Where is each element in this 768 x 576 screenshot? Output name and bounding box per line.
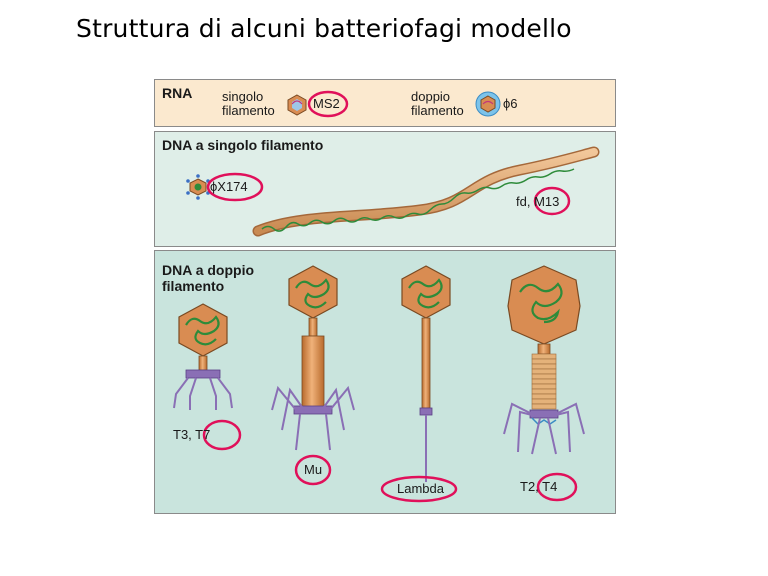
- rna-singolo-label-1: singolo: [222, 89, 264, 104]
- fd-m13-label: fd, M13: [516, 194, 560, 209]
- lambda-label: Lambda: [397, 481, 444, 496]
- m13-filament-icon: [252, 146, 600, 237]
- mu-label: Mu: [304, 462, 323, 477]
- t3-t7-label: T3, T7: [173, 427, 211, 442]
- rna-doppio-label-2: filamento: [411, 103, 464, 118]
- ss-dna-header: DNA a singolo filamento: [162, 137, 324, 153]
- ds-dna-header-2: filamento: [162, 278, 225, 294]
- ds-dna-header-1: DNA a doppio: [162, 262, 255, 278]
- ms2-icon: [287, 94, 307, 116]
- rna-panel: [154, 79, 616, 127]
- phix174-icon: [186, 174, 210, 200]
- ms2-label: MS2: [313, 96, 340, 111]
- ms2-highlight-oval: [307, 90, 349, 118]
- t7-highlight-oval: [202, 419, 242, 451]
- phix174-highlight-oval: [206, 172, 264, 202]
- phi6-icon: [475, 91, 501, 117]
- phi6-label: ϕ6: [503, 96, 518, 111]
- phix174-label: ϕX174: [210, 179, 248, 194]
- rna-header: RNA: [162, 85, 193, 101]
- lambda-highlight-oval: [380, 475, 458, 503]
- m13-highlight-oval: [533, 186, 571, 216]
- t4-highlight-oval: [536, 472, 578, 502]
- lambda-phage-icon: [401, 265, 451, 482]
- mu-highlight-oval: [294, 454, 332, 486]
- rna-doppio-label-1: doppio: [411, 89, 451, 104]
- t4-phage-icon: [503, 265, 585, 455]
- ss-dna-panel: [154, 131, 616, 247]
- rna-singolo-label-2: filamento: [222, 103, 275, 118]
- t2-t4-label: T2, T4: [520, 479, 558, 494]
- mu-phage-icon: [271, 265, 355, 451]
- t7-phage-icon: [173, 303, 233, 410]
- slide-title: Struttura di alcuni batteriofagi modello: [76, 14, 572, 43]
